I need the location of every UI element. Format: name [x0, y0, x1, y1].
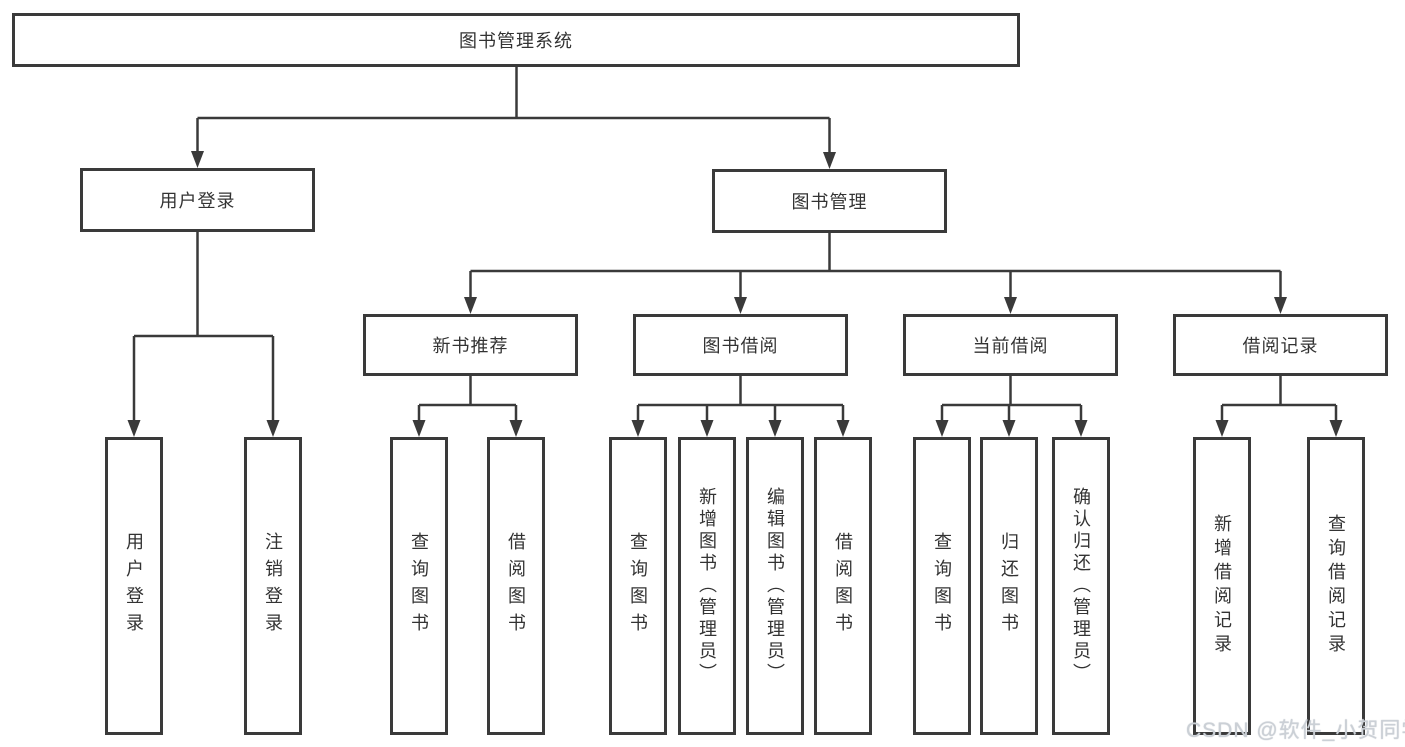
connector-book-mgmt-to-level2	[464, 233, 1287, 314]
leaf-query-books-2: 查询图书	[609, 437, 667, 735]
connector-root-to-level1	[191, 67, 836, 169]
connector-user-login-to-leaves	[127, 232, 280, 437]
connector-book-borrow-to-leaves	[631, 376, 850, 437]
leaf-return-books: 归还图书	[980, 437, 1038, 735]
leaf-borrow-books-2: 借阅图书	[814, 437, 872, 735]
leaf-query-books-1: 查询图书	[390, 437, 448, 735]
leaf-confirm-return-admin: 确认归还（管理员）	[1052, 437, 1110, 735]
leaf-user-login: 用户登录	[105, 437, 163, 735]
node-root-library-system: 图书管理系统	[12, 13, 1020, 67]
connector-new-book-rec-to-leaves	[412, 376, 523, 437]
node-book-borrowing: 图书借阅	[633, 314, 848, 376]
leaf-add-books-admin: 新增图书（管理员）	[678, 437, 736, 735]
connector-borrow-record-to-leaves	[1215, 376, 1343, 437]
leaf-logout: 注销登录	[244, 437, 302, 735]
node-user-login-branch: 用户登录	[80, 168, 315, 232]
leaf-edit-books-admin: 编辑图书（管理员）	[746, 437, 804, 735]
leaf-query-borrow-record: 查询借阅记录	[1307, 437, 1365, 735]
node-book-management-branch: 图书管理	[712, 169, 947, 233]
node-borrowing-records: 借阅记录	[1173, 314, 1388, 376]
leaf-borrow-books-1: 借阅图书	[487, 437, 545, 735]
csdn-watermark: CSDN @软件_小贺同学	[1186, 719, 1405, 742]
node-current-borrowing: 当前借阅	[903, 314, 1118, 376]
connector-current-borrow-to-leaves	[935, 376, 1088, 437]
node-new-book-recommend: 新书推荐	[363, 314, 578, 376]
leaf-add-borrow-record: 新增借阅记录	[1193, 437, 1251, 735]
leaf-query-books-3: 查询图书	[913, 437, 971, 735]
